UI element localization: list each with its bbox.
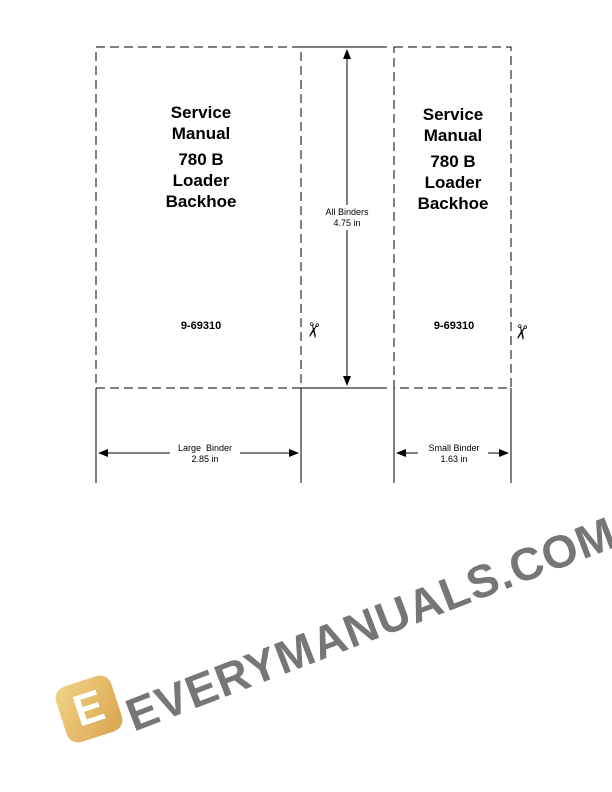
large-binder-title: Service Manual 780 B Loader Backhoe [96, 102, 306, 212]
small-binder-title: Service Manual 780 B Loader Backhoe [394, 104, 512, 214]
small-binder-dashed-outline [393, 46, 512, 389]
title-line: Manual [171, 124, 231, 143]
title-line: Loader [172, 171, 230, 190]
small-binder-part-number: 9-69310 [433, 320, 475, 332]
large-binder-dimension: Large Binder 2.85 in [170, 443, 240, 465]
model: 780 B [178, 150, 224, 169]
title-line: Manual [423, 126, 483, 145]
dimension-value: 2.85 in [191, 454, 219, 464]
small-binder-dimension: Small Binder 1.63 in [420, 443, 488, 465]
model: 780 B [430, 152, 476, 171]
dimension-label: All Binders [325, 207, 369, 217]
dimension-value: 4.75 in [333, 218, 361, 228]
large-binder-part-number: 9-69310 [180, 320, 222, 332]
title-line: Backhoe [417, 194, 489, 213]
title-line: Backhoe [165, 192, 237, 211]
dimension-value: 1.63 in [440, 454, 468, 464]
scissors-icon: ✂ [300, 319, 325, 341]
title-line: Service [170, 103, 232, 122]
scissors-icon: ✂ [508, 321, 533, 343]
dimension-label: Small Binder [428, 443, 480, 453]
title-line: Service [422, 105, 484, 124]
title-line: Loader [424, 173, 482, 192]
all-binders-dimension: All Binders 4.75 in [317, 207, 377, 229]
large-binder-dashed-outline [95, 46, 302, 389]
dimension-label: Large Binder [177, 443, 233, 453]
logo-letter: E [67, 680, 111, 737]
